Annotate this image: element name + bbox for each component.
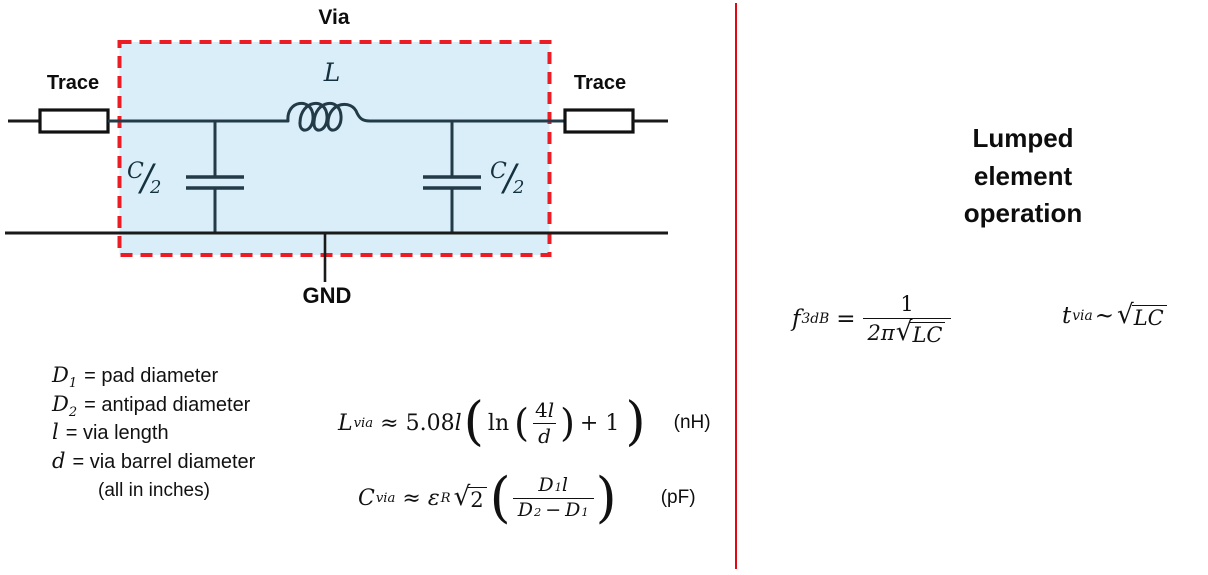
via-dashed-box — [117, 40, 552, 257]
definition-variable: l — [52, 420, 59, 444]
radical-sign: √ — [895, 316, 913, 347]
epsilon-subscript: R — [440, 490, 451, 506]
gnd-label: GND — [302, 283, 352, 308]
inductor-label: L — [323, 58, 341, 87]
cvia-unit: (pF) — [660, 487, 696, 508]
via-label: Via — [318, 6, 350, 29]
definitions-note: (all in inches) — [98, 480, 210, 501]
lvia-subscript: via — [353, 415, 374, 431]
approx-sign: ≈ — [402, 485, 421, 511]
lvia-symbol: L — [338, 410, 353, 436]
definition-text: = via barrel diameter — [72, 450, 256, 473]
definition-d2: D2 = antipad diameter — [52, 392, 255, 421]
epsilon-symbol: ε — [427, 485, 440, 511]
tilde-sign: ~ — [1094, 303, 1114, 329]
cap-label-c: C — [127, 159, 144, 184]
cap-label-left: C/2 — [127, 158, 161, 199]
f3db-subscript: 3dB — [801, 311, 830, 327]
tvia-symbol: t — [1062, 303, 1072, 329]
lvia-unit: (nH) — [673, 412, 711, 433]
definition-l: l = via length — [52, 420, 255, 449]
lumped-element-heading: Lumped element operation — [943, 120, 1103, 233]
divider-line — [735, 3, 737, 569]
trace-label-right: Trace — [573, 72, 627, 94]
definition-d: d = via barrel diameter — [52, 449, 255, 478]
lvia-coefficient: 5.08 — [405, 410, 455, 436]
resistor-right — [563, 108, 635, 134]
equals-sign: = — [836, 306, 856, 332]
cap-label-slash: / — [140, 158, 153, 199]
f3db-symbol: f — [792, 306, 801, 332]
f3db-fraction: 1 2π√LC — [862, 291, 952, 347]
right-paren: ) — [625, 392, 646, 453]
definition-variable: D1 — [52, 363, 78, 392]
cap-label-slash: / — [503, 158, 516, 199]
right-paren: ) — [595, 466, 617, 530]
definition-variable: D2 — [52, 391, 78, 420]
left-paren: ( — [463, 392, 484, 453]
tvia-subscript: via — [1072, 308, 1093, 324]
definition-text: = pad diameter — [84, 365, 219, 387]
radical-sign: √ — [453, 481, 471, 512]
inductor-coil — [286, 101, 372, 132]
cap-label-2: 2 — [512, 177, 525, 198]
trace-label-left: Trace — [46, 72, 100, 94]
plus-one-term: + 1 — [579, 410, 620, 436]
lvia-coefficient-var: l — [454, 410, 462, 436]
left-paren: ( — [489, 466, 511, 530]
definition-text: = via length — [65, 422, 169, 444]
definitions-list: D1 = pad diameter D2 = antipad diameter … — [52, 363, 255, 502]
sqrt-lc: √ LC — [1117, 302, 1167, 330]
ln-operator: ln — [487, 410, 510, 436]
cap-label-right: C/2 — [490, 158, 524, 199]
sqrt-lc: √LC — [895, 316, 946, 347]
heading-line: operation — [963, 198, 1083, 228]
definition-text: = antipad diameter — [84, 393, 251, 416]
definition-d1: D1 = pad diameter — [52, 363, 255, 392]
cvia-subscript: via — [375, 490, 396, 506]
cap-label-c: C — [490, 159, 507, 184]
definition-variable: d — [52, 448, 66, 473]
right-paren: ) — [560, 400, 575, 445]
approx-sign: ≈ — [380, 410, 399, 436]
cap-label-2: 2 — [149, 177, 162, 198]
cvia-symbol: C — [358, 485, 375, 511]
heading-line: Lumped — [972, 123, 1074, 153]
heading-line: element — [973, 160, 1073, 191]
resistor-left — [38, 108, 110, 134]
left-paren: ( — [514, 400, 529, 445]
radical-sign: √ — [1116, 299, 1134, 330]
sqrt-2: √ 2 — [454, 484, 487, 512]
